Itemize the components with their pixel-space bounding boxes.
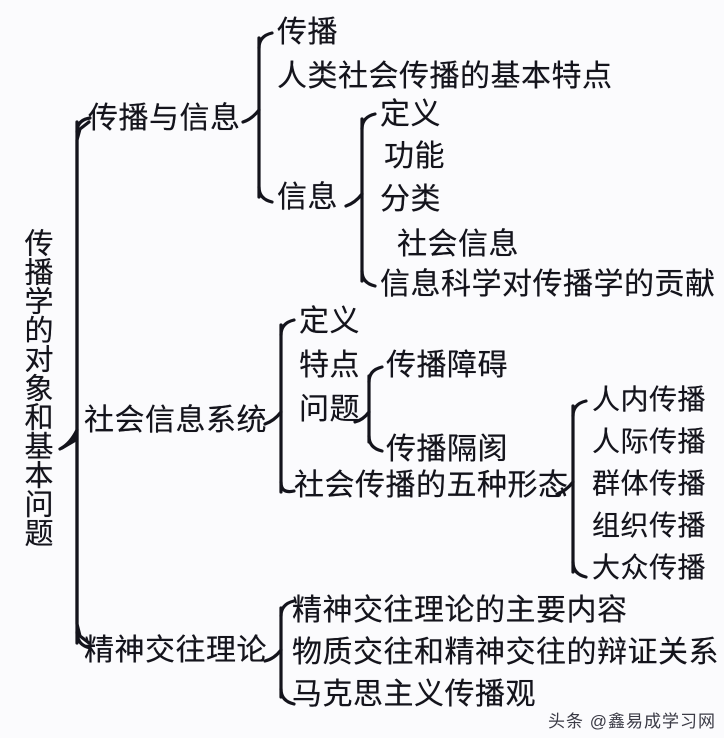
brace-b2-arm-bottom: [279, 480, 296, 494]
leaf-node-chuanbo-gehe: 传播隔阂: [386, 433, 508, 466]
leaf-node-shehui-xinxi: 社会信息: [397, 228, 519, 261]
leaf-node-xinxi-gongneng: 功能: [384, 140, 445, 173]
brace-b1-arm-top: [257, 31, 274, 50]
brace-b1-arm-mid: [241, 108, 261, 124]
brace-forms-arm-bottom: [571, 560, 588, 579]
leaf-node-renlei-shehui-chuanbo-tedian: 人类社会传播的基本特点: [277, 60, 613, 93]
branch-node-xinxi: 信息: [277, 181, 338, 214]
brace-b1-arm-bottom: [257, 185, 274, 204]
brace-forms-arm-top: [571, 399, 588, 418]
leaf-node-wuzhi-jingshen-bianzheng: 物质交往和精神交往的辩证关系: [292, 636, 719, 669]
leaf-node-quti-chuanbo: 群体传播: [592, 468, 707, 499]
leaf-node-xitong-tedian: 特点: [299, 349, 360, 382]
leaf-node-xinxi-kexue-gongxian: 信息科学对传播学的贡献: [380, 268, 716, 301]
brace-info-arm-top: [360, 112, 377, 131]
branch-node-wu-zhong-xingtai: 社会传播的五种形态: [294, 469, 569, 502]
branch-node-shehui-xinxi-xitong: 社会信息系统: [84, 404, 267, 437]
watermark: 头条 @鑫易成学习网: [548, 707, 716, 732]
brace-b2-arm-top: [279, 318, 296, 337]
leaf-node-chuanbo-zhangai: 传播障碍: [386, 349, 508, 382]
brace-problem-arm-top: [367, 365, 384, 384]
leaf-node-jingshen-zhuyao-neirong: 精神交往理论的主要内容: [292, 594, 628, 627]
brace-b3-arm-mid: [263, 648, 283, 663]
leaf-node-makesi-zhuyi-chuanboguan: 马克思主义传播观: [292, 678, 536, 711]
brace-root: [60, 120, 91, 645]
leaf-node-chuanbo: 传播: [277, 16, 338, 49]
brace-info-arm-bottom: [360, 269, 377, 288]
watermark-handle: @鑫易成学习网: [589, 712, 716, 731]
leaf-node-ren-ji-chuanbo: 人际传播: [592, 426, 707, 457]
root-node: 传播学的对象和基本问题: [20, 228, 52, 547]
branch-node-xitong-wenti: 问题: [299, 393, 360, 426]
leaf-node-zuzhi-chuanbo: 组织传播: [592, 510, 707, 541]
brace-b2-arm-mid: [263, 410, 283, 426]
brace-info-arm-mid: [344, 192, 364, 208]
leaf-node-xitong-dingyi: 定义: [299, 305, 360, 338]
leaf-node-ren-nei-chuanbo: 人内传播: [592, 384, 707, 415]
leaf-node-xinxi-fenlei: 分类: [380, 183, 441, 216]
branch-node-jingshen-jiaowang-lilun: 精神交往理论: [84, 634, 267, 667]
watermark-source: 头条: [548, 712, 584, 731]
brace-problem-arm-bottom: [367, 434, 384, 453]
brace-root-arm-mid: [58, 428, 79, 451]
branch-node-chuanbo-yu-xinxi: 传播与信息: [88, 102, 241, 135]
leaf-node-xinxi-dingyi: 定义: [380, 98, 441, 131]
leaf-node-dazhong-chuanbo: 大众传播: [592, 552, 707, 583]
